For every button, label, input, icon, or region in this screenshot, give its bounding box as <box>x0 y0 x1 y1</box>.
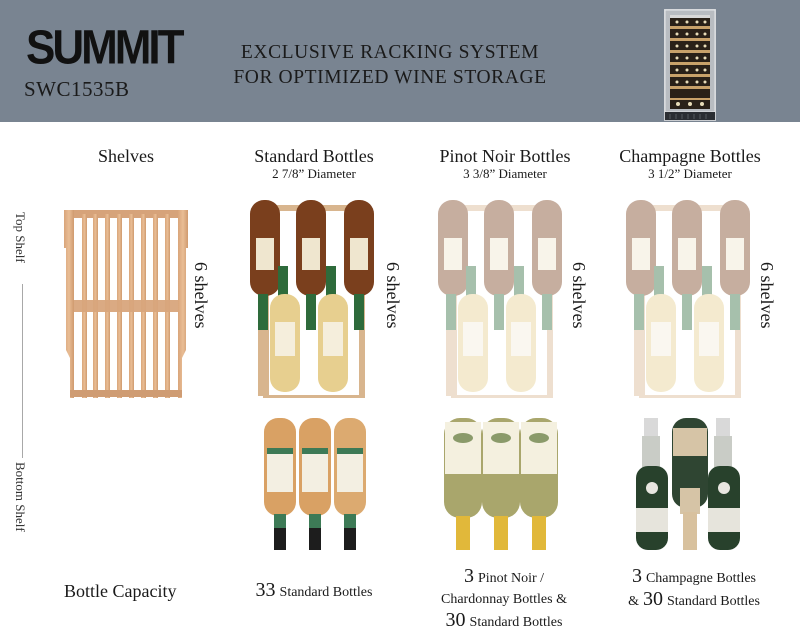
capacity-text: Standard Bottles <box>666 594 760 609</box>
capacity-count: 30 <box>642 588 663 610</box>
capacity-standard: 33 Standard Bottles <box>232 580 396 603</box>
standard-bottles-bottom-image <box>264 418 366 550</box>
column-heading-shelves: Shelves <box>64 146 188 166</box>
capacity-champagne: 3 Champagne Bottles & 30 Standard Bottle… <box>604 566 784 612</box>
champagne-faded-rack-image <box>626 200 750 398</box>
column-subtitle: 3 1/2” Diameter <box>648 166 732 181</box>
capacity-text: Champagne Bottles <box>645 571 757 586</box>
column-heading-champagne: Champagne Bottles 3 1/2” Diameter <box>604 146 776 181</box>
shelf-count-label: 6 shelves <box>569 262 589 329</box>
brand-name: SUMMIT <box>26 20 185 75</box>
capacity-text: Standard Bottles <box>469 615 563 628</box>
chardonnay-bottles-bottom-image <box>444 418 558 550</box>
capacity-count: 30 <box>445 609 466 628</box>
pinot-faded-rack-image <box>438 200 562 398</box>
shelf-count-label: 6 shelves <box>191 262 211 329</box>
top-shelf-label: Top Shelf <box>13 212 28 263</box>
column-subtitle: 3 3/8” Diameter <box>463 166 547 181</box>
shelf-count-label: 6 shelves <box>757 262 777 329</box>
bottle-capacity-label: Bottle Capacity <box>64 581 177 601</box>
column-title: Shelves <box>98 146 154 166</box>
tagline-line-1: EXCLUSIVE RACKING SYSTEM <box>240 42 540 63</box>
capacity-count: 33 <box>255 579 276 601</box>
column-title: Champagne Bottles <box>619 146 761 166</box>
column-title: Pinot Noir Bottles <box>439 146 571 166</box>
wine-cooler-image <box>664 9 716 121</box>
column-heading-pinot: Pinot Noir Bottles 3 3/8” Diameter <box>420 146 590 181</box>
wooden-shelf-image <box>64 210 188 398</box>
column-title: Standard Bottles <box>254 146 374 166</box>
capacity-text: Chardonnay Bottles & <box>441 592 567 607</box>
standard-bottles-rack-image <box>250 200 374 398</box>
shelf-count-label: 6 shelves <box>383 262 403 329</box>
header-banner: SUMMIT SWC1535B EXCLUSIVE RACKING SYSTEM… <box>0 0 800 122</box>
column-subtitle: 2 7/8” Diameter <box>272 166 356 181</box>
summit-logo: SUMMIT <box>26 23 185 74</box>
shelf-divider-line <box>22 284 23 458</box>
bottom-shelf-label: Bottom Shelf <box>13 462 28 532</box>
capacity-pinot: 3 Pinot Noir / Chardonnay Bottles & 30 S… <box>416 566 592 628</box>
champagne-bottles-bottom-image <box>636 418 740 550</box>
capacity-text: & <box>628 594 639 609</box>
capacity-text: Standard Bottles <box>279 585 373 600</box>
column-heading-standard: Standard Bottles 2 7/8” Diameter <box>232 146 396 181</box>
capacity-text: Pinot Noir / <box>477 571 545 586</box>
capacity-count: 3 <box>463 565 474 587</box>
capacity-count: 3 <box>631 565 642 587</box>
tagline: EXCLUSIVE RACKING SYSTEM FOR OPTIMIZED W… <box>190 40 590 90</box>
model-number: SWC1535B <box>24 77 130 101</box>
tagline-line-2: FOR OPTIMIZED WINE STORAGE <box>233 67 547 88</box>
